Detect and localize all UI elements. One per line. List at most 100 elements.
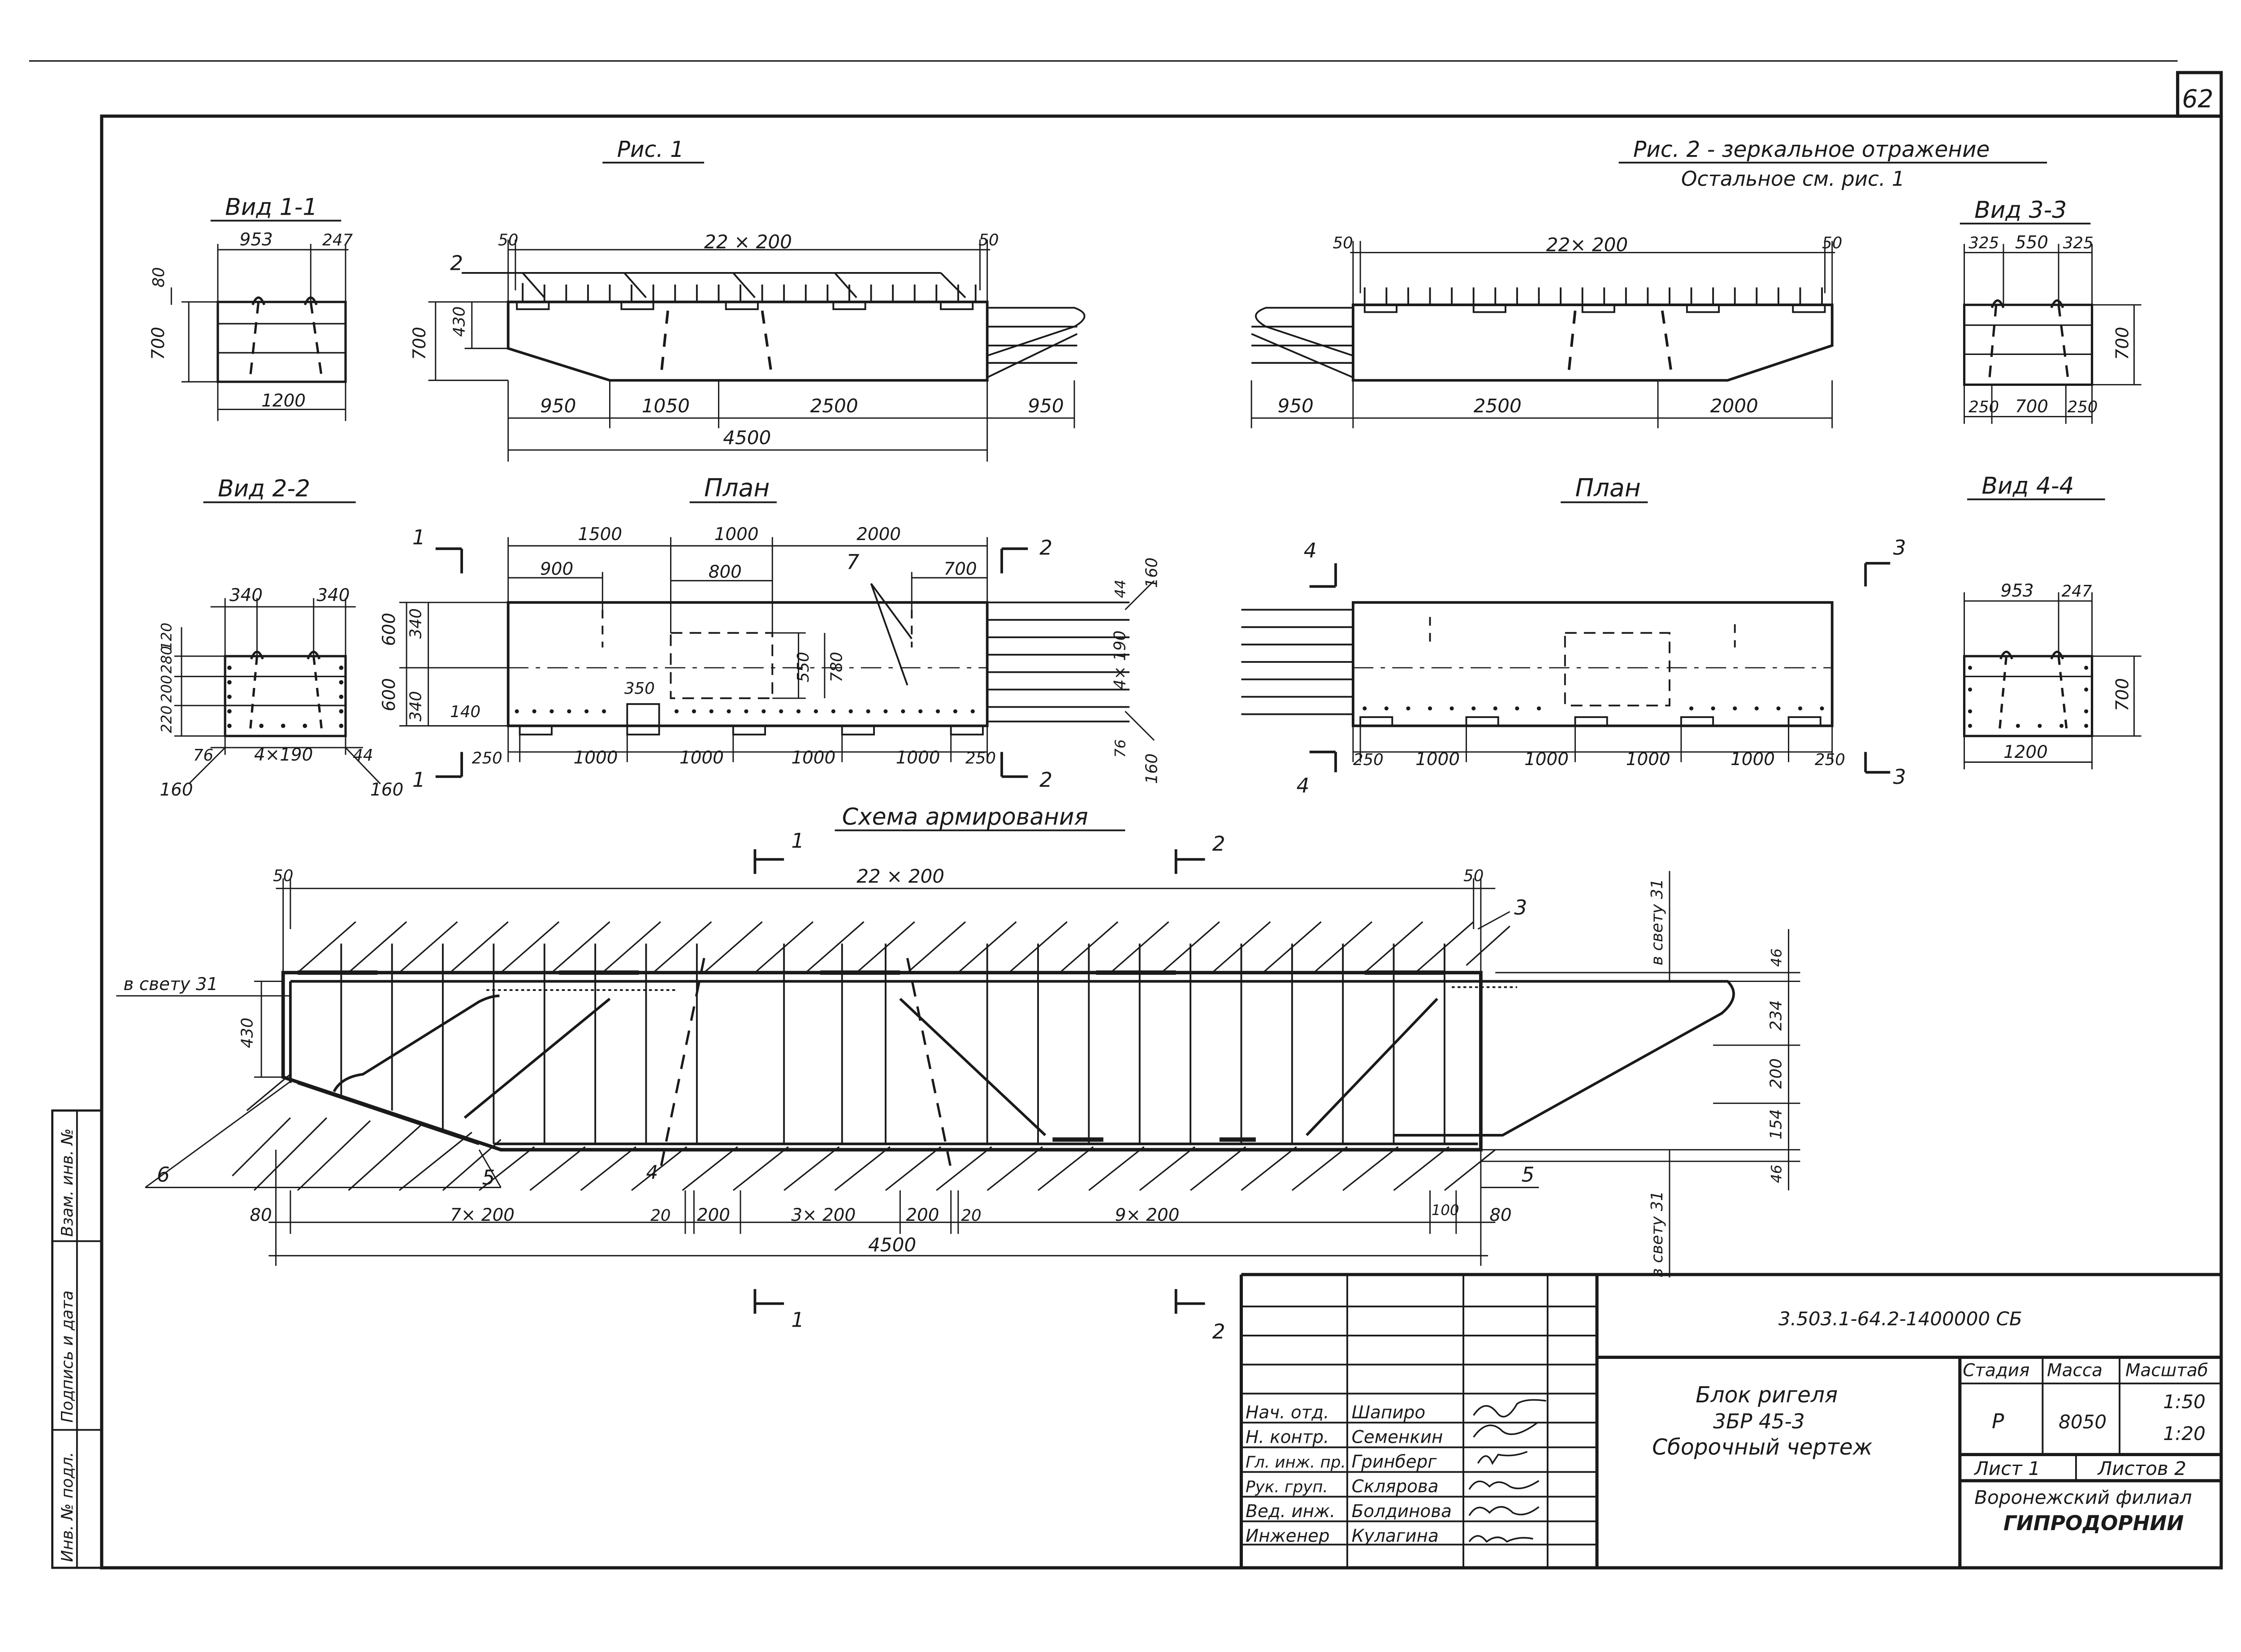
- view-4-4: Вид 4-4 953 247 700 1200: [1963, 472, 2141, 770]
- plan-1-title: План: [704, 474, 770, 502]
- sheet-index: Лист 1: [1973, 1457, 2040, 1479]
- dim: 1000: [714, 524, 759, 545]
- dim: 700: [148, 327, 169, 360]
- dim: 1000: [574, 748, 618, 768]
- dim: 550: [2015, 233, 2048, 253]
- dim: 76: [193, 746, 213, 765]
- section-marker-2: 2: [1039, 768, 1052, 792]
- dim: 700: [410, 327, 430, 360]
- signatures: [1468, 1399, 1546, 1543]
- person-name: Семенкин: [1352, 1427, 1443, 1448]
- dim: в свету 31: [1648, 1191, 1666, 1277]
- person-name: Склярова: [1352, 1477, 1439, 1497]
- concrete-hatching: [232, 921, 1510, 1191]
- dim: 700: [2113, 678, 2133, 711]
- sidebar-sign-date: Подпись и дата: [58, 1290, 77, 1423]
- dim: 160: [370, 780, 403, 800]
- document-code: 3.503.1-64.2-1400000 СБ: [1778, 1308, 2022, 1330]
- view-4-4-title: Вид 4-4: [1981, 472, 2074, 499]
- dim: 1050: [642, 395, 690, 417]
- dim: 120: [158, 623, 175, 650]
- dim: в свету 31: [1648, 879, 1666, 965]
- bar-dots: [227, 666, 344, 728]
- sheet-number: 62: [2182, 85, 2213, 113]
- dim: 953: [240, 229, 273, 250]
- dim: 220: [158, 705, 175, 733]
- rebar: [289, 980, 1735, 1146]
- dim: 2000: [1710, 395, 1758, 417]
- section-marker-4: 4: [1304, 539, 1317, 562]
- dim: 22 × 200: [704, 231, 792, 253]
- scheme-title: Схема армирования: [842, 804, 1088, 830]
- section-marker-1: 1: [412, 768, 425, 792]
- dim: 600: [379, 613, 399, 646]
- org-line1: Воронежский филиал: [1974, 1487, 2192, 1509]
- dim: в свету 31: [123, 974, 218, 995]
- dim: 46: [1768, 948, 1785, 967]
- section-marker-2: 2: [1212, 832, 1225, 856]
- view-2-2: Вид 2-2 340 340 120 280 200 220: [158, 476, 403, 800]
- dim: 22× 200: [1546, 234, 1628, 255]
- dim: 200: [158, 675, 175, 703]
- dim: 22 × 200: [857, 865, 944, 887]
- dim: 50: [978, 231, 999, 249]
- dim: 160: [160, 780, 193, 800]
- fig2-elevation: 50 22× 200 50 950 2500 2000: [1250, 234, 1842, 428]
- dim: 1000: [679, 748, 724, 768]
- dim: 100: [1432, 1202, 1459, 1219]
- dim: 700: [2113, 327, 2133, 360]
- sidebar-replace-inv: Взам. инв. №: [58, 1129, 77, 1237]
- dim: 340: [316, 585, 350, 605]
- person-name: Кулагина: [1352, 1526, 1439, 1546]
- section-marker-4: 4: [1297, 774, 1310, 798]
- dim: 250: [472, 749, 502, 768]
- mark-label: 6: [157, 1163, 170, 1187]
- dim: 50: [1333, 234, 1353, 252]
- dim: 950: [1028, 395, 1064, 417]
- dim: 950: [540, 395, 576, 417]
- mass-value: 8050: [2059, 1411, 2107, 1433]
- dim: 550: [794, 652, 813, 682]
- dim: 280: [158, 646, 175, 674]
- dim: 9× 200: [1115, 1205, 1180, 1225]
- dim: 1000: [1731, 749, 1775, 770]
- dim: 600: [379, 678, 399, 711]
- dim: 234: [1767, 1000, 1785, 1031]
- dim: 80: [1489, 1205, 1511, 1225]
- dim: 50: [1822, 234, 1842, 252]
- dim: 325: [2063, 234, 2094, 252]
- dim: 4500: [868, 1234, 916, 1256]
- dim: 4× 190: [1111, 631, 1129, 690]
- stage-header: Стадия: [1963, 1361, 2029, 1381]
- sheet-frame: [29, 60, 2223, 1570]
- dim: 140: [450, 703, 480, 721]
- dim: 700: [2015, 397, 2048, 417]
- section-marker-1: 1: [791, 1308, 804, 1332]
- drawing-name-line2: 3БР 45-3: [1713, 1410, 1805, 1433]
- dim: 1000: [1524, 749, 1569, 770]
- dim: 250: [965, 749, 996, 768]
- dim: 1000: [896, 748, 940, 768]
- dim: 250: [2067, 398, 2098, 416]
- dim: 430: [450, 306, 469, 337]
- section-marker-1: 1: [412, 526, 425, 549]
- dim: 900: [540, 559, 573, 579]
- view-3-3-title: Вид 3-3: [1974, 197, 2067, 224]
- section-marker-3: 3: [1893, 536, 1906, 559]
- dim: 1000: [1626, 749, 1670, 770]
- role-label: Н. контр.: [1246, 1427, 1329, 1448]
- section-marker-2: 2: [1039, 536, 1052, 559]
- dim: 20: [961, 1207, 981, 1225]
- mass-header: Масса: [2047, 1361, 2103, 1381]
- dim: 2000: [857, 524, 901, 545]
- role-label: Вед. инж.: [1246, 1501, 1335, 1522]
- scale-value-2: 1:20: [2163, 1423, 2206, 1444]
- dim: 50: [498, 231, 518, 249]
- dim: 2500: [1474, 395, 1522, 417]
- dim: 160: [1143, 558, 1161, 588]
- dim: 250: [1353, 751, 1384, 769]
- plan-2: План: [1241, 474, 1906, 798]
- dim: 430: [238, 1018, 257, 1048]
- dim: 44: [353, 746, 373, 765]
